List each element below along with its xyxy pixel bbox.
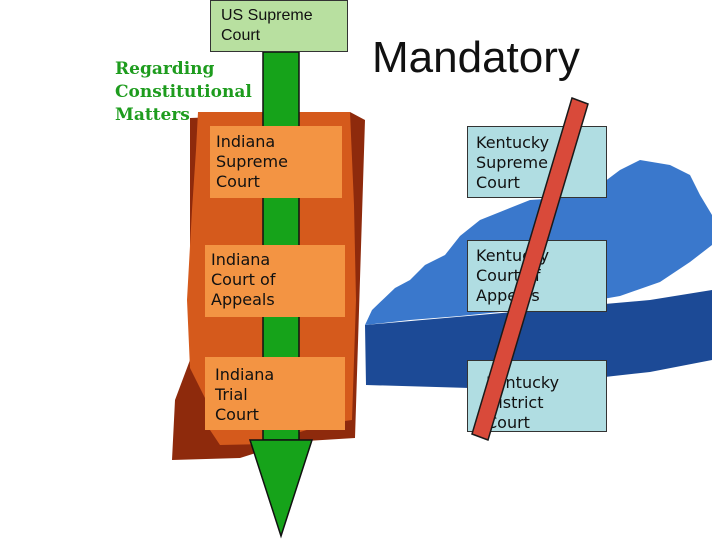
mandatory-label: Mandatory [372,33,580,82]
regarding-line-3: Matters [115,105,190,125]
indiana-appeals-line-3: Appeals [211,290,275,309]
kentucky-district-court-box: Kentucky District Court [467,360,607,432]
arrow-head [248,439,314,539]
indiana-supreme-line-1: Indiana [216,132,276,151]
indiana-supreme-line-2: Supreme [216,152,288,171]
indiana-supreme-court-box: Indiana Supreme Court [210,126,342,198]
kentucky-supreme-court-box: Kentucky Supreme Court [467,126,607,198]
kentucky-district-line-3: Court [486,413,530,432]
indiana-trial-court-box: Indiana Trial Court [205,357,345,430]
indiana-supreme-line-3: Court [216,172,260,191]
indiana-court-of-appeals-box: Indiana Court of Appeals [205,245,345,317]
indiana-appeals-line-2: Court of [211,270,276,289]
us-court-line-1: US Supreme [221,7,313,24]
regarding-line-1: Regarding [115,59,215,79]
indiana-trial-line-3: Court [215,405,259,424]
indiana-trial-line-2: Trial [215,385,248,404]
kentucky-supreme-line-3: Court [476,173,520,192]
kentucky-district-line-1: Kentucky [486,373,560,392]
us-court-line-2: Court [221,27,261,44]
kentucky-court-of-appeals-box: Kentucky Court of Appeals [467,240,607,312]
indiana-trial-line-1: Indiana [215,365,275,384]
indiana-appeals-line-1: Indiana [211,250,271,269]
kentucky-appeals-line-1: Kentucky [476,246,550,265]
kentucky-supreme-line-2: Supreme [476,153,548,172]
regarding-line-2: Constitutional [115,82,252,102]
us-supreme-court-box: US Supreme Court [210,0,348,52]
kentucky-supreme-line-1: Kentucky [476,133,550,152]
kentucky-appeals-line-3: Appeals [476,286,540,305]
regarding-constitutional-label: Regarding Constitutional Matters [115,58,252,127]
kentucky-appeals-line-2: Court of [476,266,541,285]
kentucky-district-line-2: District [486,393,544,412]
